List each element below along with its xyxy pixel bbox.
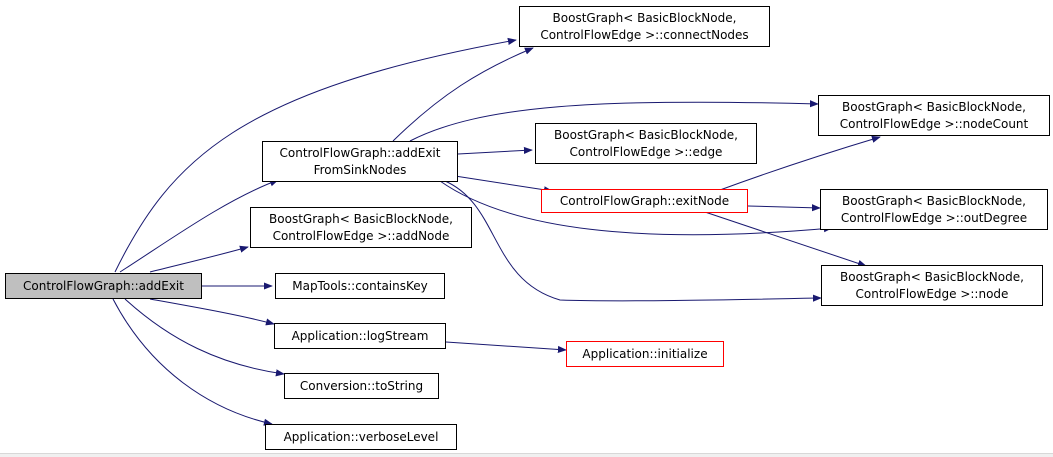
node-boostgraph-connectnodes[interactable]: BoostGraph< BasicBlockNode, ControlFlowE… — [519, 6, 770, 47]
edge-addexit-addexitsink — [119, 179, 279, 273]
node-controlflowgraph-addexit: ControlFlowGraph::addExit — [5, 273, 202, 299]
edge-exitnode-node — [704, 211, 867, 267]
node-application-verboselevel[interactable]: Application::verboseLevel — [265, 424, 457, 450]
edge-exitnode-outdegree — [747, 204, 821, 212]
node-boostgraph-addnode[interactable]: BoostGraph< BasicBlockNode, ControlFlowE… — [250, 207, 472, 248]
node-label: BoostGraph< BasicBlockNode, ControlFlowE… — [269, 211, 453, 243]
edge-addexitsink-nodecount — [409, 100, 819, 142]
node-label: Conversion::toString — [299, 378, 424, 393]
node-label: ControlFlowGraph::addExit — [23, 278, 184, 293]
edge-addexitsink-edge — [457, 146, 533, 155]
node-controlflowgraph-exitnode[interactable]: ControlFlowGraph::exitNode — [541, 189, 748, 213]
edge-addexitsink-connectnodes — [392, 47, 534, 142]
node-controlflowgraph-addexitfromsinknodes[interactable]: ControlFlowGraph::addExit FromSinkNodes — [262, 141, 458, 182]
edge-addexitsink-outdegree — [439, 180, 833, 236]
node-label: Application::verboseLevel — [283, 429, 439, 444]
edge-addexitsink-node — [444, 180, 822, 302]
node-label: BoostGraph< BasicBlockNode, ControlFlowE… — [839, 99, 1029, 131]
node-boostgraph-node[interactable]: BoostGraph< BasicBlockNode, ControlFlowE… — [821, 265, 1043, 306]
edge-exitnode-nodecount — [719, 135, 881, 191]
edge-addexit-connectnodes — [114, 37, 517, 273]
node-maptools-containskey[interactable]: MapTools::containsKey — [275, 273, 445, 299]
node-label: Application::logStream — [291, 328, 429, 343]
node-label: ControlFlowGraph::exitNode — [559, 193, 730, 208]
node-label: Application::initialize — [582, 346, 708, 361]
node-conversion-tostring[interactable]: Conversion::toString — [284, 373, 439, 399]
node-label: ControlFlowGraph::addExit FromSinkNodes — [279, 145, 441, 177]
edge-addexit-addnode — [149, 245, 249, 273]
node-label: BoostGraph< BasicBlockNode, ControlFlowE… — [840, 269, 1024, 301]
node-label: BoostGraph< BasicBlockNode, ControlFlowE… — [554, 127, 738, 159]
node-boostgraph-outdegree[interactable]: BoostGraph< BasicBlockNode, ControlFlowE… — [820, 189, 1048, 230]
horizontal-scrollbar[interactable] — [0, 453, 1053, 457]
node-application-logstream[interactable]: Application::logStream — [274, 323, 446, 349]
edge-addexit-verboselevel — [112, 298, 273, 426]
edge-addexitsink-exitnode — [454, 175, 553, 194]
node-boostgraph-edge[interactable]: BoostGraph< BasicBlockNode, ControlFlowE… — [535, 123, 757, 164]
node-label: MapTools::containsKey — [292, 278, 428, 293]
edge-logstream-initialize — [445, 341, 567, 354]
node-application-initialize[interactable]: Application::initialize — [566, 341, 724, 367]
node-label: BoostGraph< BasicBlockNode, ControlFlowE… — [540, 10, 749, 42]
node-boostgraph-nodecount[interactable]: BoostGraph< BasicBlockNode, ControlFlowE… — [818, 95, 1050, 136]
edge-addexit-logstream — [149, 298, 275, 326]
edge-addexit-tostring — [124, 298, 285, 377]
node-label: BoostGraph< BasicBlockNode, ControlFlowE… — [840, 193, 1028, 225]
